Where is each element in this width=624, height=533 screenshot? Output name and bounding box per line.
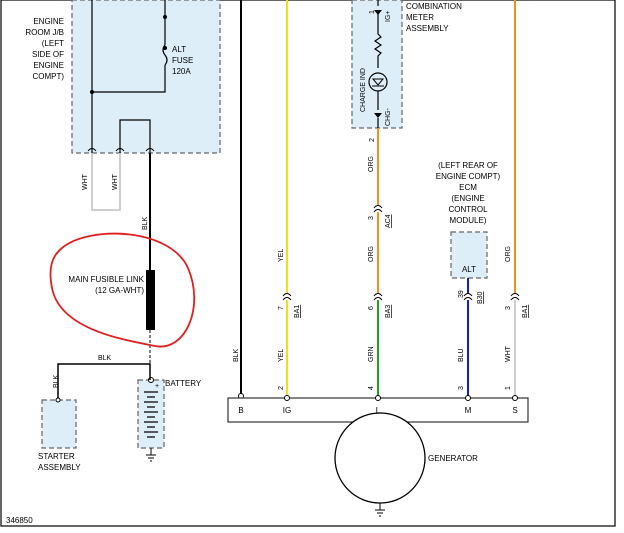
ecm-label-1: (LEFT REAR OF — [438, 161, 498, 170]
connector-ac4: AC4 — [385, 214, 392, 228]
highlight-circle — [49, 232, 196, 348]
generator-ground-icon — [375, 503, 385, 517]
blk-label-b: BLK — [233, 348, 240, 362]
fusible-link-label-2: (12 GA-WHT) — [95, 286, 144, 295]
battery-box — [137, 379, 165, 449]
ecm: (LEFT REAR OF ENGINE COMPT) ECM (ENGINE … — [436, 161, 501, 279]
meter-pin-1-number: 1 — [369, 10, 376, 14]
blk-label-top: BLK — [98, 355, 112, 362]
starter-assembly: STARTER ASSEMBLY — [38, 397, 81, 472]
wht-label-2: WHT — [112, 173, 119, 190]
wht-label-s: WHT — [505, 345, 512, 362]
gen-pin-4: 4 — [368, 386, 375, 390]
battery-plus: + — [155, 383, 159, 390]
meter-pin-chg-label: CHG- — [385, 107, 392, 126]
ecm-label-2: ENGINE COMPT) — [436, 172, 501, 181]
blk-wire-to-starter — [57, 363, 151, 400]
ecm-alt-pin-label: ALT — [462, 265, 476, 274]
blu-label: BLU — [458, 348, 465, 362]
starter-label-1: STARTER — [38, 452, 75, 461]
ecm-label-4: (ENGINE — [451, 194, 484, 203]
diagram-frame — [0, 0, 616, 527]
alt-fuse-label-1: ALT — [172, 45, 186, 54]
starter-label-2: ASSEMBLY — [38, 463, 81, 472]
connector-b30: B30 — [477, 291, 484, 304]
alt-fuse-label-3: 120A — [172, 67, 191, 76]
main-fusible-link — [146, 270, 155, 330]
diagram-id: 346850 — [6, 516, 33, 525]
jb-label-line-4: SIDE OF — [32, 50, 64, 59]
meter-pin-1-arrow — [374, 10, 382, 15]
meter-pin-2-number: 2 — [369, 138, 376, 142]
yel-pin-7: 7 — [278, 306, 285, 310]
gen-pin-2: 2 — [278, 386, 285, 390]
ba3-pin-6: 6 — [368, 306, 375, 310]
meter-label-2: METER — [406, 13, 434, 22]
org-label-3: ORG — [505, 246, 512, 262]
generator-circle — [334, 412, 426, 504]
org-label-1: ORG — [368, 156, 375, 172]
jb-label-line-5: ENGINE — [33, 61, 64, 70]
yel-label-2: YEL — [278, 349, 285, 362]
terminal-m: M — [465, 406, 472, 415]
battery-label: BATTERY — [165, 379, 202, 388]
gen-pin-3: 3 — [458, 386, 465, 390]
connector-ba1-s: BA1 — [522, 305, 529, 318]
combination-meter-box — [351, 0, 403, 129]
terminal-ig: IG — [283, 406, 291, 415]
yel-label-1: YEL — [278, 249, 285, 262]
ba1-pin-3: 3 — [505, 306, 512, 310]
terminal-s: S — [512, 406, 517, 415]
ecm-label-5: CONTROL — [448, 205, 488, 214]
generator: B IG L M S GENERATOR — [227, 395, 529, 517]
starter-box — [41, 399, 77, 449]
blk-label-main: BLK — [142, 216, 149, 230]
ecm-label-3: ECM — [459, 183, 477, 192]
fusible-link-label-1: MAIN FUSIBLE LINK — [68, 275, 144, 284]
jb-label-line-2: ROOM J/B — [25, 28, 64, 37]
meter-pin-2-arrow — [374, 113, 382, 118]
connector-ba3: BA3 — [385, 305, 392, 318]
gen-pin-1: 1 — [505, 386, 512, 390]
wht-wire-loop — [91, 153, 121, 211]
jb-label-line-1: ENGINE — [33, 17, 64, 26]
generator-label: GENERATOR — [428, 454, 478, 463]
combination-meter-assembly: COMBINATION METER ASSEMBLY CHARGE IND IG… — [351, 0, 462, 142]
alt-fuse-label-2: FUSE — [172, 56, 193, 65]
blk-label-starter: BLK — [53, 374, 60, 388]
engine-room-jb-box — [71, 0, 221, 154]
terminal-l: L — [376, 406, 381, 415]
yel-connector-ba1: BA1 — [294, 305, 301, 318]
jb-label-line-3: (LEFT — [42, 39, 64, 48]
ecm-box — [450, 231, 488, 279]
ac4-pin-3: 3 — [368, 216, 375, 220]
charge-ind-label: CHARGE IND — [360, 68, 367, 112]
wht-label-1: WHT — [82, 173, 89, 190]
ecm-label-6: MODULE) — [450, 216, 487, 225]
terminal-b: B — [238, 406, 243, 415]
jb-label-line-6: COMPT) — [32, 72, 64, 81]
meter-pin-ig-label: IG+ — [385, 11, 392, 22]
grn-label: GRN — [368, 346, 375, 362]
b30-pin-39: 39 — [458, 290, 465, 298]
org-label-2: ORG — [368, 246, 375, 262]
meter-label-3: ASSEMBLY — [406, 24, 449, 33]
engine-room-jb: ENGINE ROOM J/B (LEFT SIDE OF ENGINE COM… — [25, 0, 221, 154]
battery: + BATTERY — [137, 377, 202, 462]
meter-label-1: COMBINATION — [406, 2, 462, 11]
